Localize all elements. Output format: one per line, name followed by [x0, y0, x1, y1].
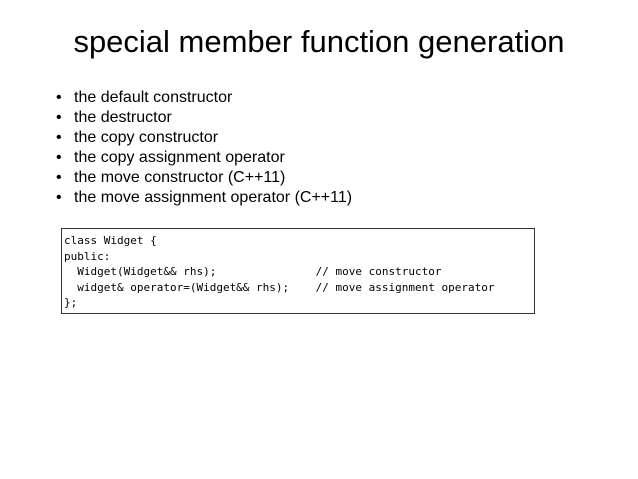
code-block: class Widget { public: Widget(Widget&& r…	[61, 228, 535, 314]
bullet-item: the copy assignment operator	[50, 148, 352, 168]
bullet-item: the copy constructor	[50, 128, 352, 148]
bullet-item: the destructor	[50, 108, 352, 128]
slide-title: special member function generation	[73, 24, 565, 59]
code-line: Widget(Widget&& rhs); // move constructo…	[64, 265, 442, 278]
bullet-list: the default constructor the destructor t…	[50, 88, 352, 208]
bullet-item: the move assignment operator (C++11)	[50, 188, 352, 208]
code-line: };	[64, 296, 78, 309]
bullet-item: the default constructor	[50, 88, 352, 108]
bullet-item: the move constructor (C++11)	[50, 168, 352, 188]
code-line: class Widget {	[64, 234, 157, 247]
code-line: widget& operator=(Widget&& rhs); // move…	[64, 280, 495, 294]
code-line: public:	[64, 249, 111, 263]
